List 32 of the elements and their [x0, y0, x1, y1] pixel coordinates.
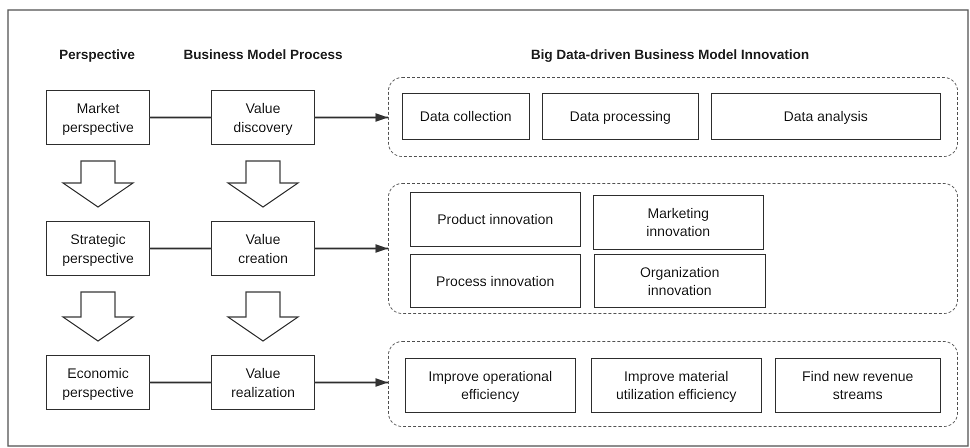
block-arrow	[61, 160, 135, 208]
dashed-group-box	[388, 77, 958, 157]
process-box: Value realization	[211, 355, 315, 410]
dashed-group-box	[388, 341, 958, 427]
block-arrow	[226, 291, 300, 342]
connector-line	[150, 248, 211, 250]
process-box: Economic perspective	[46, 355, 150, 410]
process-box: Improve operational efficiency	[404, 358, 576, 413]
process-box: Organization innovation	[594, 254, 766, 308]
column-heading: Business Model Process	[183, 47, 343, 62]
block-arrow	[61, 291, 135, 342]
process-box: Process innovation	[410, 254, 581, 308]
process-box: Data processing	[542, 92, 699, 140]
process-box: Find new revenue streams	[774, 358, 941, 413]
arrow	[315, 378, 388, 387]
column-heading: Perspective	[59, 47, 135, 62]
dashed-group-box	[388, 183, 958, 314]
block-arrow	[226, 160, 300, 208]
column-heading: Big Data-driven Business Model Innovation	[530, 47, 810, 62]
process-box: Market perspective	[46, 90, 150, 145]
process-box: Value creation	[211, 221, 315, 276]
process-box: Product innovation	[410, 192, 581, 247]
arrow	[315, 113, 388, 122]
process-box: Data analysis	[710, 92, 941, 140]
process-box: Value discovery	[211, 90, 315, 145]
connector-line	[150, 382, 211, 384]
process-box: Marketing innovation	[592, 194, 764, 250]
process-box: Strategic perspective	[46, 221, 150, 276]
arrow	[315, 244, 388, 253]
process-box: Improve material utilization efficiency	[590, 358, 762, 413]
process-box: Data collection	[402, 92, 530, 140]
connector-line	[150, 116, 211, 118]
